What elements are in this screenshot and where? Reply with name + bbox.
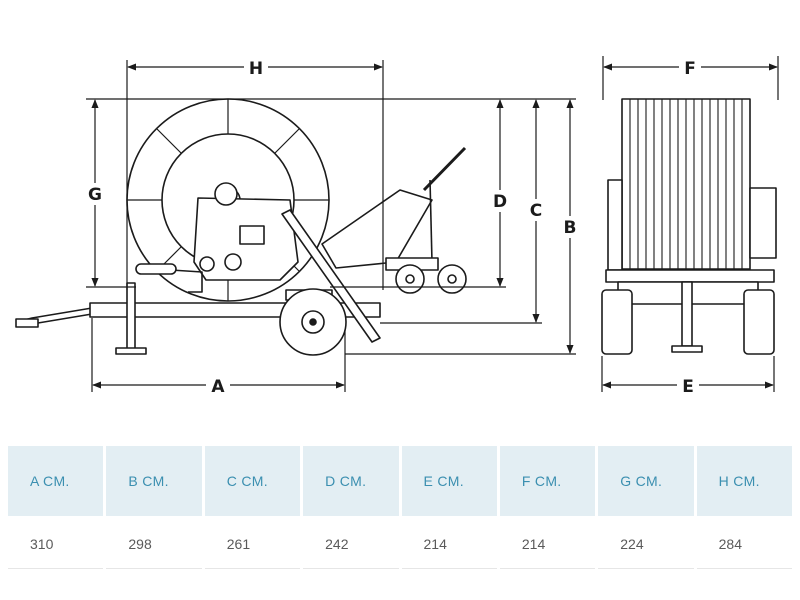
cell-value-f: 214 <box>499 516 596 569</box>
column-header-b: B CM. <box>106 446 202 516</box>
side-view-drawing <box>15 98 467 356</box>
cell-value-c: 261 <box>204 516 301 569</box>
cell-value-h: 284 <box>696 516 792 569</box>
cell-value-e: 214 <box>401 516 497 569</box>
cell-value-d: 242 <box>303 516 399 569</box>
column-header-a: A CM. <box>8 446 104 516</box>
dimension-label-e: E <box>682 377 694 397</box>
dimension-label-b: B <box>564 218 577 238</box>
cell-value-b: 298 <box>106 516 202 569</box>
dimension-label-h: H <box>249 59 263 79</box>
dimension-label-a: A <box>211 377 225 397</box>
dimension-diagram: H A G D C B F E <box>15 56 779 397</box>
dimension-label-c: C <box>530 201 542 221</box>
column-header-f: F CM. <box>499 446 596 516</box>
cell-value-g: 224 <box>598 516 694 569</box>
table-row: 310 298 261 242 214 214 224 284 <box>8 516 792 569</box>
column-header-c: C CM. <box>204 446 301 516</box>
rear-view-drawing <box>601 98 777 355</box>
cell-value-a: 310 <box>8 516 104 569</box>
dimensions-table: A CM. B CM. C CM. D CM. E CM. F CM. G CM… <box>5 446 795 569</box>
table-header-row: A CM. B CM. C CM. D CM. E CM. F CM. G CM… <box>8 446 792 516</box>
column-header-e: E CM. <box>401 446 497 516</box>
dimension-label-f: F <box>684 59 696 79</box>
column-header-g: G CM. <box>598 446 694 516</box>
dimension-label-d: D <box>493 192 507 212</box>
dimension-label-g: G <box>88 185 102 205</box>
column-header-h: H CM. <box>696 446 792 516</box>
column-header-d: D CM. <box>303 446 399 516</box>
